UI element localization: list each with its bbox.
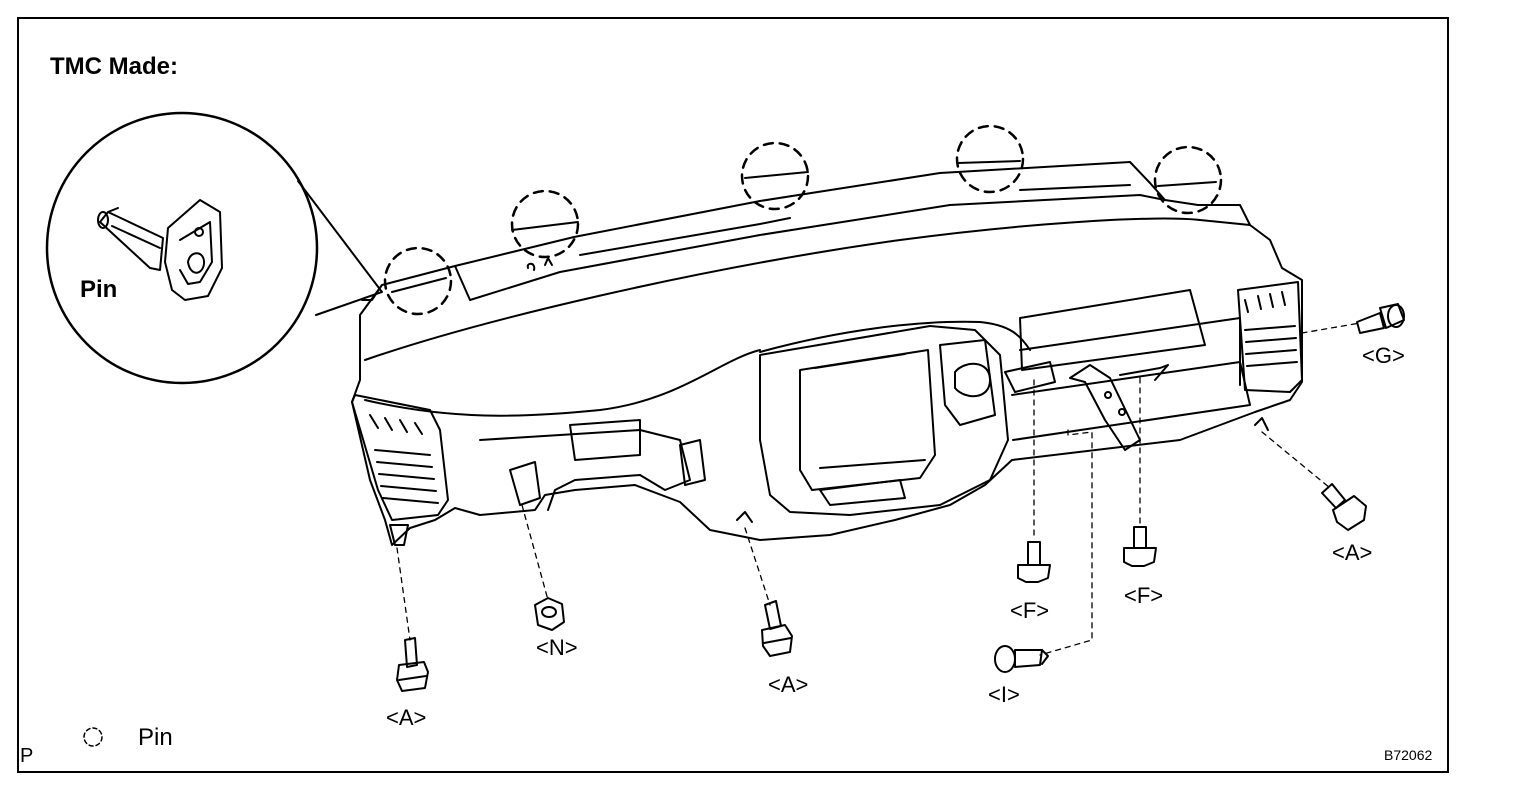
label-g: <G> (1362, 343, 1405, 368)
leader-a-right (1261, 431, 1331, 489)
bolt-f-right-icon (1123, 526, 1157, 567)
glovebox-area (1011, 289, 1251, 441)
bolt-a-center-icon (761, 600, 793, 657)
figure-id: B72062 (1384, 747, 1433, 763)
bolt-f-left-icon (1017, 541, 1051, 583)
leader-i (1039, 429, 1093, 656)
bolt-a-left-icon (396, 637, 429, 692)
pin-location-5 (1153, 145, 1223, 215)
pin-location-1 (383, 246, 453, 316)
label-f-left: <F> (1010, 598, 1050, 623)
figure-frame (17, 17, 1449, 773)
leader-a-left (396, 547, 411, 641)
leader-a-center (744, 527, 771, 606)
leader-g (1301, 322, 1361, 334)
pin-location-2 (510, 189, 580, 259)
right-vent (1237, 281, 1303, 393)
center-bracket (1069, 364, 1169, 451)
pin-detail-inset (45, 111, 383, 385)
leader-n (521, 504, 549, 601)
left-vent (351, 394, 449, 546)
inset-pin-label: Pin (80, 276, 118, 303)
pin-location-3 (740, 141, 810, 211)
nut-n-icon (534, 597, 565, 631)
label-n: <N> (536, 635, 578, 660)
screw-i-icon (994, 645, 1049, 673)
label-i: <I> (988, 682, 1020, 707)
center-cluster (759, 325, 1009, 516)
screw-g-icon (1356, 303, 1405, 334)
diagram-heading: TMC Made: (50, 53, 178, 80)
pin-location-4 (955, 124, 1025, 194)
label-a-center: <A> (768, 672, 809, 697)
legend-pin-symbol-icon (83, 727, 103, 747)
pin-part-icon (99, 207, 164, 271)
bolt-a-right-icon (1321, 483, 1367, 531)
label-a-right: <A> (1332, 540, 1373, 565)
label-a-left: <A> (386, 705, 427, 730)
instrument-panel (351, 161, 1303, 546)
legend-text: Pin (138, 724, 173, 751)
label-f-right: <F> (1124, 583, 1164, 608)
page-code: P (20, 745, 34, 767)
